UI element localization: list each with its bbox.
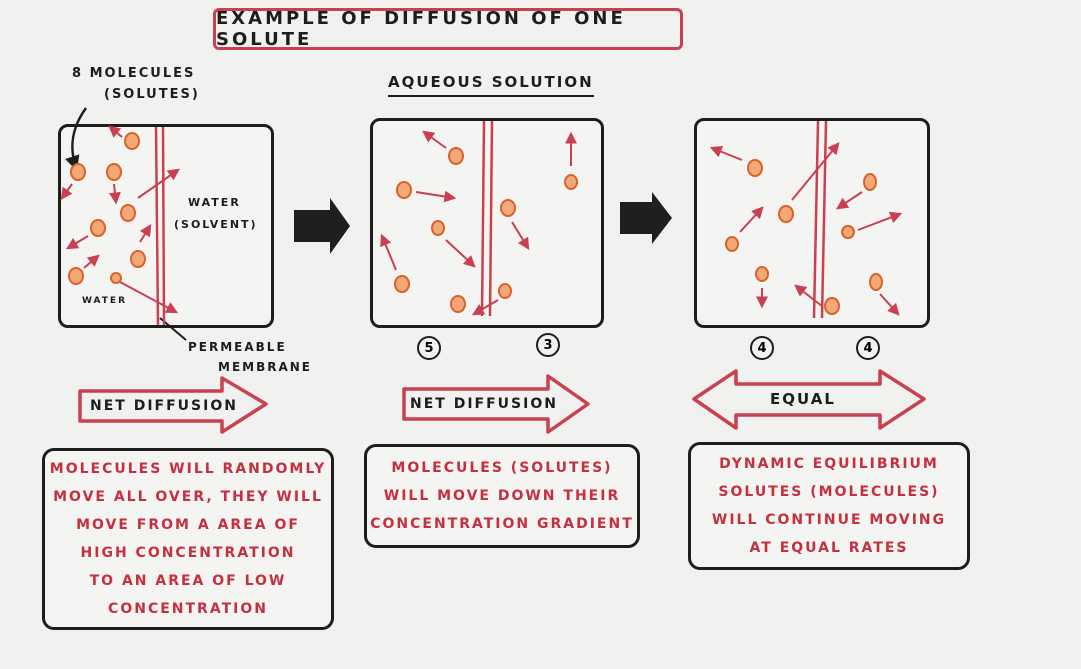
note-random-movement: MOLECULES WILL RANDOMLY MOVE ALL OVER, T… xyxy=(42,448,334,630)
net-diffusion-label-2: NET DIFFUSION xyxy=(410,396,558,412)
equal-arrow xyxy=(692,369,926,430)
membrane-label-2: MEMBRANE xyxy=(218,360,312,374)
diagram-title: EXAMPLE OF DIFFUSION OF ONE SOLUTE xyxy=(216,8,626,50)
transition-arrow-2 xyxy=(620,192,672,244)
note2-line1: MOLECULES (SOLUTES) xyxy=(391,460,613,476)
note2-line3: CONCENTRATION GRADIENT xyxy=(370,516,634,532)
net-diffusion-arrow-1 xyxy=(78,376,268,434)
motion-arrows-panel1 xyxy=(60,125,180,314)
water-solvent-label-2: (SOLVENT) xyxy=(174,218,258,231)
water-solvent-label-1: WATER xyxy=(188,196,241,209)
count-panel3-right: 4 xyxy=(856,336,880,360)
note1-line5: TO AN AREA OF LOW xyxy=(89,573,287,589)
motion-arrows-panel2 xyxy=(380,130,577,316)
net-diffusion-arrow-2 xyxy=(402,374,590,434)
panel-initial xyxy=(58,124,274,328)
membrane-panel2 xyxy=(480,120,494,317)
note-concentration-gradient: MOLECULES (SOLUTES) WILL MOVE DOWN THEIR… xyxy=(364,444,640,548)
motion-arrows-panel3 xyxy=(709,142,903,316)
water-label: WATER xyxy=(82,296,128,306)
molecules-panel1 xyxy=(68,132,146,285)
note1-line6: CONCENTRATION xyxy=(108,601,268,617)
note3-line2: SOLUTES (MOLECULES) xyxy=(718,484,940,500)
note3-line3: WILL CONTINUE MOVING xyxy=(711,512,947,528)
note3-line4: AT EQUAL RATES xyxy=(749,540,909,556)
note1-line2: MOVE ALL OVER, THEY WILL xyxy=(53,489,323,505)
note3-line1: DYNAMIC EQUILIBRIUM xyxy=(719,456,939,472)
membrane-panel1 xyxy=(154,126,166,326)
count-panel2-right: 3 xyxy=(536,333,560,357)
count-panel3-left: 4 xyxy=(750,336,774,360)
panel-diffusing xyxy=(370,118,604,328)
title-box: EXAMPLE OF DIFFUSION OF ONE SOLUTE xyxy=(213,8,683,50)
note1-line3: MOVE FROM A AREA OF xyxy=(76,517,300,533)
membrane-panel3 xyxy=(812,120,828,319)
note1-line4: HIGH CONCENTRATION xyxy=(80,545,296,561)
subtitle: AQUEOUS SOLUTION xyxy=(388,73,594,97)
molecules-label: 8 MOLECULES xyxy=(72,66,196,81)
membrane-label-1: PERMEABLE xyxy=(188,340,287,354)
molecules-panel3 xyxy=(725,159,883,315)
molecules-panel2 xyxy=(394,147,578,313)
count-panel2-left: 5 xyxy=(417,336,441,360)
solutes-label: (SOLUTES) xyxy=(104,87,200,102)
note-dynamic-equilibrium: DYNAMIC EQUILIBRIUM SOLUTES (MOLECULES) … xyxy=(688,442,970,570)
net-diffusion-label-1: NET DIFFUSION xyxy=(90,398,238,414)
pointer-arrow xyxy=(65,107,88,171)
equal-label: EQUAL xyxy=(770,390,836,408)
note1-line1: MOLECULES WILL RANDOMLY xyxy=(49,461,327,477)
transition-arrow-1 xyxy=(294,198,350,254)
note2-line2: WILL MOVE DOWN THEIR xyxy=(383,488,621,504)
